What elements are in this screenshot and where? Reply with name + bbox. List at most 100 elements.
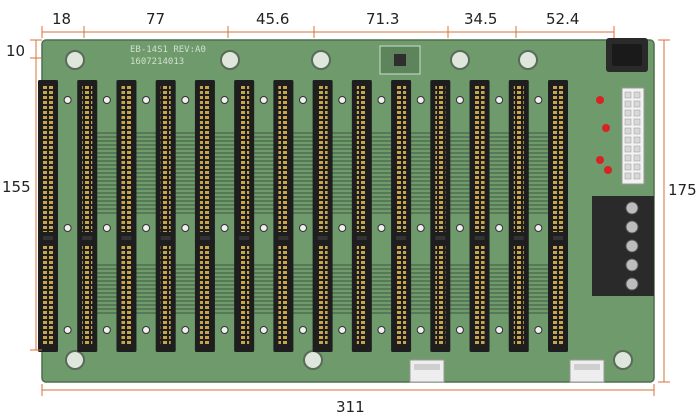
terminal-screw bbox=[625, 277, 639, 291]
capacitor bbox=[495, 326, 504, 334]
header-pin bbox=[633, 109, 641, 117]
dim-label-10: 10 bbox=[6, 42, 25, 60]
capacitor bbox=[181, 326, 190, 334]
header-pin bbox=[633, 118, 641, 126]
isa-slot bbox=[155, 80, 176, 352]
silkscreen-model: EB-14S1 REV:A0 bbox=[130, 45, 206, 55]
bottom-connector-right bbox=[569, 359, 605, 383]
dim-label-52-4: 52.4 bbox=[546, 10, 579, 28]
capacitor bbox=[63, 96, 72, 104]
header-pin bbox=[624, 145, 632, 153]
capacitor bbox=[495, 224, 504, 232]
capacitor bbox=[377, 224, 386, 232]
header-pin bbox=[633, 91, 641, 99]
power-connector-top bbox=[606, 38, 648, 72]
dim-label-311: 311 bbox=[336, 398, 365, 416]
capacitor bbox=[455, 96, 464, 104]
header-pin bbox=[624, 163, 632, 171]
capacitor bbox=[259, 326, 268, 334]
isa-slots bbox=[38, 80, 568, 352]
terminal-screw bbox=[625, 201, 639, 215]
capacitor bbox=[534, 326, 543, 334]
header-pin bbox=[624, 172, 632, 180]
terminal-screw bbox=[625, 239, 639, 253]
capacitor bbox=[220, 224, 229, 232]
dim-label-71-3: 71.3 bbox=[366, 10, 399, 28]
isa-slot bbox=[351, 80, 372, 352]
isa-slot bbox=[38, 80, 58, 352]
header-pin bbox=[633, 154, 641, 162]
capacitor bbox=[416, 224, 425, 232]
terminal-screw bbox=[625, 220, 639, 234]
header-pin bbox=[624, 118, 632, 126]
capacitor bbox=[102, 326, 111, 334]
capacitor bbox=[299, 96, 307, 104]
dim-label-155: 155 bbox=[2, 178, 31, 196]
capacitor bbox=[455, 326, 464, 334]
mounting-hole bbox=[311, 50, 331, 70]
dim-label-18: 18 bbox=[52, 10, 71, 28]
mounting-hole bbox=[65, 350, 85, 370]
header-pin bbox=[624, 109, 632, 117]
header-pin bbox=[633, 163, 641, 171]
mounting-hole bbox=[303, 350, 323, 370]
capacitor bbox=[142, 96, 151, 104]
dim-label-45-6: 45.6 bbox=[256, 10, 289, 28]
header-pin bbox=[633, 127, 641, 135]
isa-slot bbox=[312, 80, 333, 352]
isa-slot bbox=[194, 80, 215, 352]
led bbox=[602, 124, 610, 132]
mounting-hole bbox=[518, 50, 538, 70]
capacitor bbox=[181, 96, 190, 104]
capacitor bbox=[299, 326, 307, 334]
dim-label-34-5: 34.5 bbox=[464, 10, 497, 28]
dimension-lines bbox=[30, 26, 670, 396]
header-pin bbox=[624, 154, 632, 162]
capacitor bbox=[338, 326, 347, 334]
capacitor bbox=[377, 326, 386, 334]
capacitor bbox=[534, 96, 543, 104]
mounting-hole bbox=[450, 50, 470, 70]
isa-slot bbox=[391, 80, 412, 352]
terminal-block bbox=[592, 196, 654, 296]
capacitor bbox=[338, 224, 347, 232]
capacitor bbox=[102, 96, 111, 104]
dim-label-77: 77 bbox=[146, 10, 165, 28]
capacitor bbox=[63, 224, 72, 232]
silkscreen-serial: 1607214013 bbox=[130, 57, 184, 67]
mounting-hole bbox=[220, 50, 240, 70]
led bbox=[596, 96, 604, 104]
mounting-holes bbox=[65, 50, 633, 370]
header-pin bbox=[633, 100, 641, 108]
isa-slot bbox=[234, 80, 255, 352]
dim-label-175: 175 bbox=[668, 181, 697, 199]
isa-slot bbox=[469, 80, 490, 352]
mounting-hole bbox=[65, 50, 85, 70]
header-pin bbox=[624, 127, 632, 135]
header-pin bbox=[624, 100, 632, 108]
capacitor bbox=[338, 96, 347, 104]
mounting-hole bbox=[613, 350, 633, 370]
capacitor bbox=[142, 326, 151, 334]
capacitor bbox=[220, 326, 229, 334]
header-pin bbox=[633, 136, 641, 144]
atx-power-header bbox=[621, 87, 645, 185]
capacitor bbox=[455, 224, 464, 232]
capacitor bbox=[259, 96, 268, 104]
chip-core bbox=[394, 54, 406, 66]
led bbox=[604, 166, 612, 174]
capacitor bbox=[416, 96, 425, 104]
capacitor bbox=[299, 224, 307, 232]
isa-slot bbox=[430, 80, 451, 352]
leds bbox=[596, 96, 612, 174]
capacitor bbox=[495, 96, 504, 104]
bottom-connector-left bbox=[409, 359, 445, 383]
capacitor bbox=[377, 96, 386, 104]
capacitor bbox=[63, 326, 72, 334]
capacitor bbox=[534, 224, 543, 232]
isa-slot bbox=[77, 80, 98, 352]
header-pin bbox=[633, 145, 641, 153]
header-pin bbox=[624, 91, 632, 99]
